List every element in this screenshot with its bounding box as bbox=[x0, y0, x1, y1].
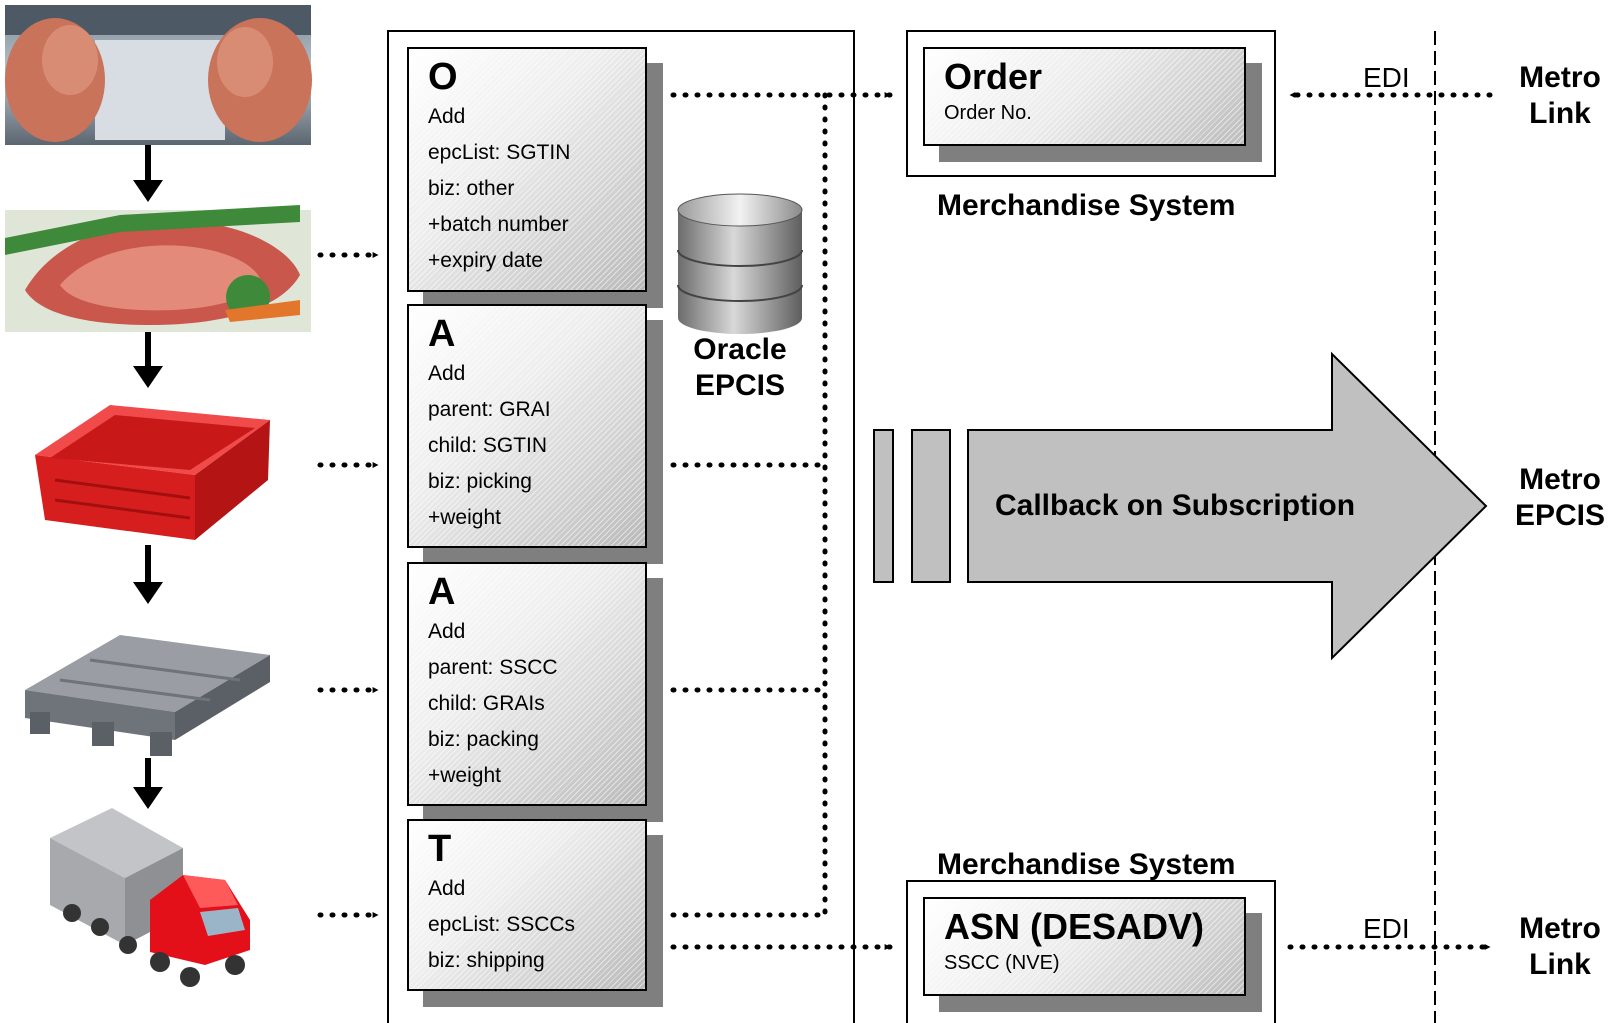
asn-subtitle: SSCC (NVE) bbox=[944, 952, 1060, 974]
order-frame bbox=[906, 30, 1276, 177]
asn-frame bbox=[906, 880, 1276, 1023]
event-type-letter: A bbox=[428, 571, 456, 613]
metro-link-label-top: Metro Link bbox=[1519, 61, 1601, 130]
event-line: parent: SSCC bbox=[428, 656, 558, 679]
merchandise-system-label-top: Merchandise System bbox=[937, 189, 1236, 222]
edi-label-bottom: EDI bbox=[1363, 913, 1410, 944]
event-type-letter: T bbox=[428, 828, 452, 870]
event-card-aggregation-picking: A Add parent: GRAI child: SGTIN biz: pic… bbox=[407, 304, 647, 548]
event-line: +weight bbox=[428, 506, 501, 529]
event-line: Add bbox=[428, 620, 466, 643]
event-line: biz: shipping bbox=[428, 949, 545, 972]
event-line: +batch number bbox=[428, 213, 569, 236]
event-card-transaction: T Add epcList: SSCCs biz: shipping bbox=[407, 819, 647, 991]
metro-link-label-bottom: Metro Link bbox=[1519, 912, 1601, 981]
event-card-object: O Add epcList: SGTIN biz: other +batch n… bbox=[407, 47, 647, 292]
flow-down-arrows bbox=[133, 145, 163, 809]
truck-image bbox=[50, 808, 250, 987]
oracle-epcis-database-icon bbox=[677, 193, 803, 334]
order-document-box: Order Order No. bbox=[923, 47, 1246, 146]
event-line: biz: picking bbox=[428, 470, 532, 493]
database-label-line2: EPCIS bbox=[694, 369, 786, 402]
order-title: Order bbox=[944, 56, 1043, 97]
event-line: Add bbox=[428, 877, 466, 900]
merchandise-system-label-bottom: Merchandise System bbox=[937, 848, 1236, 881]
event-line: epcList: SGTIN bbox=[428, 141, 571, 164]
epcis-event-frame bbox=[387, 30, 855, 1023]
event-line: biz: packing bbox=[428, 728, 539, 751]
event-line: +expiry date bbox=[428, 249, 543, 272]
metro-epcis-label: Metro EPCIS bbox=[1514, 463, 1606, 532]
red-crate-image bbox=[35, 405, 270, 540]
callback-arrow-shape bbox=[873, 351, 1488, 661]
event-line: parent: GRAI bbox=[428, 398, 551, 421]
event-line: child: SGTIN bbox=[428, 434, 548, 457]
database-label: Oracle EPCIS bbox=[680, 332, 800, 404]
event-card-aggregation-packing: A Add parent: SSCC child: GRAIs biz: pac… bbox=[407, 562, 647, 806]
plastic-pallet-image bbox=[25, 635, 270, 756]
dotted-connectors bbox=[317, 92, 1493, 950]
event-line: child: GRAIs bbox=[428, 692, 545, 715]
callback-subscription-label: Callback on Subscription bbox=[995, 489, 1356, 522]
event-type-letter: A bbox=[428, 313, 456, 355]
event-line: Add bbox=[428, 362, 466, 385]
event-line: biz: other bbox=[428, 177, 515, 200]
database-label-line1: Oracle bbox=[693, 333, 787, 366]
event-line: Add bbox=[428, 105, 466, 128]
event-type-letter: O bbox=[428, 56, 458, 98]
edi-label-top: EDI bbox=[1363, 62, 1410, 93]
asn-document-box: ASN (DESADV) SSCC (NVE) bbox=[923, 897, 1246, 996]
meat-package-image bbox=[5, 205, 311, 332]
event-line: epcList: SSCCs bbox=[428, 913, 576, 936]
meat-carcass-image bbox=[5, 5, 312, 145]
event-line: +weight bbox=[428, 764, 501, 787]
asn-title: ASN (DESADV) bbox=[944, 906, 1205, 947]
order-subtitle: Order No. bbox=[944, 102, 1032, 124]
